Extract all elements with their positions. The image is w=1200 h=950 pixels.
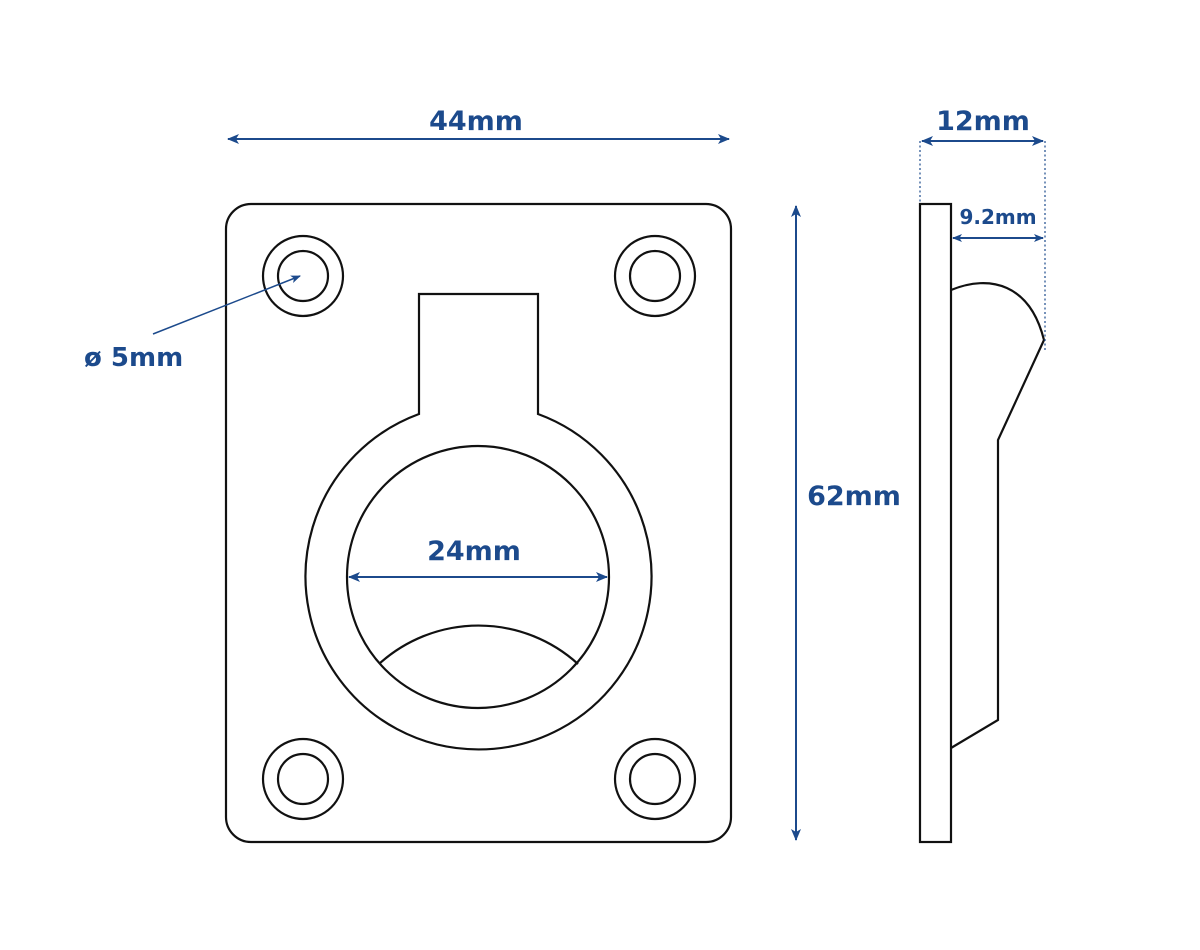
mounting-hole-top-right	[613, 234, 697, 318]
mounting-hole-bottom-left	[261, 737, 345, 821]
mounting-hole-top-left	[261, 234, 345, 318]
mounting-hole-bottom-right	[613, 737, 697, 821]
ring-outer-with-tab	[304, 292, 653, 751]
width-dimension: 44mm	[227, 106, 730, 144]
ring-inner-circle	[345, 444, 611, 710]
ring-diameter-dimension: 24mm	[348, 536, 608, 582]
height-label: 62mm	[807, 481, 901, 512]
side-view	[918, 202, 1046, 844]
handle-depth-dimension: 9.2mm	[952, 205, 1044, 242]
side-handle-profile	[950, 282, 1046, 749]
base-plate	[224, 202, 733, 844]
height-dimension: 62mm	[791, 205, 901, 841]
depth-label: 12mm	[936, 106, 1030, 137]
thumb-recess-arc	[378, 624, 579, 665]
side-plate	[918, 202, 953, 844]
hole-diameter-callout: ø 5mm	[84, 275, 301, 373]
hole-diameter-label: ø 5mm	[84, 343, 183, 373]
ring-diameter-label: 24mm	[427, 536, 521, 567]
front-view	[224, 202, 733, 844]
width-label: 44mm	[429, 106, 523, 137]
handle-depth-label: 9.2mm	[959, 205, 1036, 229]
depth-dimension: 12mm	[919, 106, 1046, 352]
